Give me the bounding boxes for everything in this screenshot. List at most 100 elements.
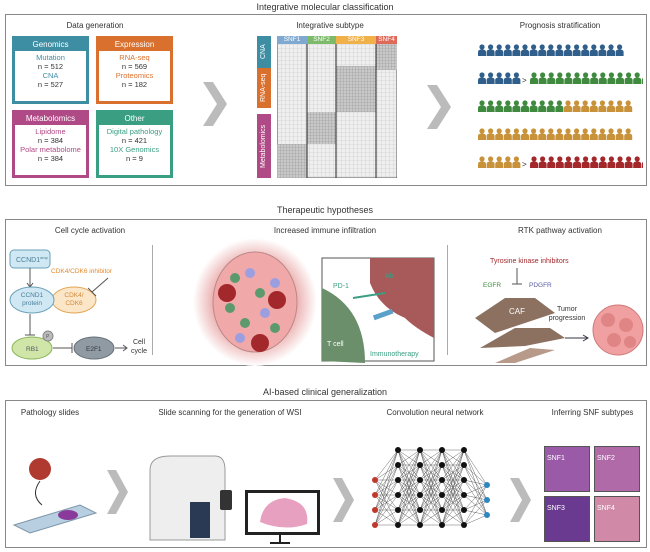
- patient-icon: [503, 72, 512, 84]
- patient-icon: [555, 156, 564, 168]
- section1-title: Integrative molecular classification: [256, 2, 394, 12]
- patient-icon: [495, 156, 504, 168]
- patient-icon: [624, 128, 633, 140]
- svg-text:Tyrosine kinase inhibitors: Tyrosine kinase inhibitors: [490, 258, 569, 265]
- patient-icon: [512, 128, 521, 140]
- network-node: [395, 492, 401, 498]
- divider: [152, 245, 153, 355]
- patient-icon: [572, 44, 581, 56]
- patient-icon: [598, 100, 607, 112]
- omics-label-metabolomics: Metabolomics: [257, 114, 271, 178]
- network-node: [372, 492, 378, 498]
- greater-than-sign: >: [522, 160, 527, 169]
- network-node: [439, 522, 445, 528]
- slide-scanner-illustration: [149, 455, 320, 544]
- patient-icon: [572, 128, 581, 140]
- patient-icon: [555, 72, 564, 84]
- data-type-label: CNA: [42, 71, 59, 80]
- patient-icon: [616, 72, 624, 84]
- patient-icon: [538, 72, 547, 84]
- network-node: [395, 507, 401, 513]
- patient-icon: [573, 72, 581, 84]
- immune-title: Increased immune infiltration: [273, 226, 377, 235]
- patient-icon: [538, 44, 547, 56]
- step-inferring-snf: Inferring SNF subtypes: [551, 408, 634, 417]
- network-node: [395, 447, 401, 453]
- network-node: [417, 507, 423, 513]
- patient-icon: [538, 128, 547, 140]
- network-node: [439, 477, 445, 483]
- sample-count: n = 384: [37, 154, 64, 163]
- patient-icon: [486, 100, 495, 112]
- network-node: [372, 507, 378, 513]
- network-node: [395, 477, 401, 483]
- patient-icon: [478, 72, 486, 84]
- svg-text:Ab: Ab: [385, 273, 394, 280]
- omics-label-cna: CNA: [257, 36, 271, 68]
- network-node: [439, 462, 445, 468]
- sample-count: n = 512: [37, 62, 64, 71]
- sample-count: n = 569: [121, 62, 148, 71]
- data-box-header: Genomics: [32, 40, 69, 49]
- patient-icon: [512, 100, 521, 112]
- section3-frame: [5, 400, 647, 548]
- cdk-inhibitor-label: CDK4/CDK6 inhibitor: [51, 268, 113, 275]
- patient-icon: [521, 100, 529, 112]
- chevron-arrow-icon: [107, 470, 128, 514]
- network-node: [461, 477, 467, 483]
- data-type-label: Digital pathology: [106, 127, 163, 136]
- network-node: [461, 492, 467, 498]
- patient-icon: [555, 44, 564, 56]
- cluster-label-snf2: SNF2: [307, 36, 336, 44]
- prognosis-rows: >>: [478, 44, 643, 169]
- patient-icon: [503, 128, 512, 140]
- data-type-label: Polar metabolome: [20, 145, 81, 154]
- network-node: [439, 492, 445, 498]
- tumor-progression-label: Tumor progression: [548, 306, 586, 322]
- patient-icon: [598, 156, 607, 168]
- svg-text:P: P: [46, 334, 50, 340]
- cluster-label-snf4: SNF4: [376, 36, 397, 44]
- patient-icon: [581, 100, 590, 112]
- patient-icon: [589, 44, 598, 56]
- patient-icon: [486, 128, 495, 140]
- patient-icon: [529, 100, 538, 112]
- patient-icon: [495, 72, 504, 84]
- svg-text:CAF: CAF: [509, 307, 525, 316]
- network-node: [417, 477, 423, 483]
- patient-icon: [555, 100, 564, 112]
- patient-icon: [598, 72, 607, 84]
- patient-icon: [486, 72, 495, 84]
- patient-icon: [607, 156, 616, 168]
- sample-count: n = 182: [121, 80, 148, 89]
- network-node: [395, 462, 401, 468]
- patient-icon: [503, 100, 512, 112]
- patient-icon: [478, 156, 486, 168]
- svg-text:Immunotherapy: Immunotherapy: [370, 351, 419, 358]
- network-node: [484, 482, 490, 488]
- patient-icon: [581, 72, 590, 84]
- neural-network-illustration: [372, 447, 490, 528]
- patient-icon: [512, 156, 521, 168]
- data-box-header: Other: [124, 114, 145, 123]
- patient-icon: [530, 72, 538, 84]
- patient-icon: [581, 128, 590, 140]
- patient-icon: [529, 44, 538, 56]
- network-node: [461, 462, 467, 468]
- network-node: [439, 507, 445, 513]
- ccnd1-protein-label: CCND1 protein: [20, 292, 44, 307]
- patient-icon: [633, 156, 642, 168]
- network-node: [439, 447, 445, 453]
- chevron-arrow-icon: [203, 82, 227, 126]
- snf-tiles: SNF1 SNF2 SNF3 SNF4: [544, 446, 640, 542]
- patient-icon: [512, 44, 521, 56]
- patient-icon: [615, 44, 624, 56]
- similarity-heatmap: [277, 36, 397, 178]
- patient-icon: [495, 128, 504, 140]
- patient-icon: [529, 128, 538, 140]
- section1-frame: [5, 14, 647, 186]
